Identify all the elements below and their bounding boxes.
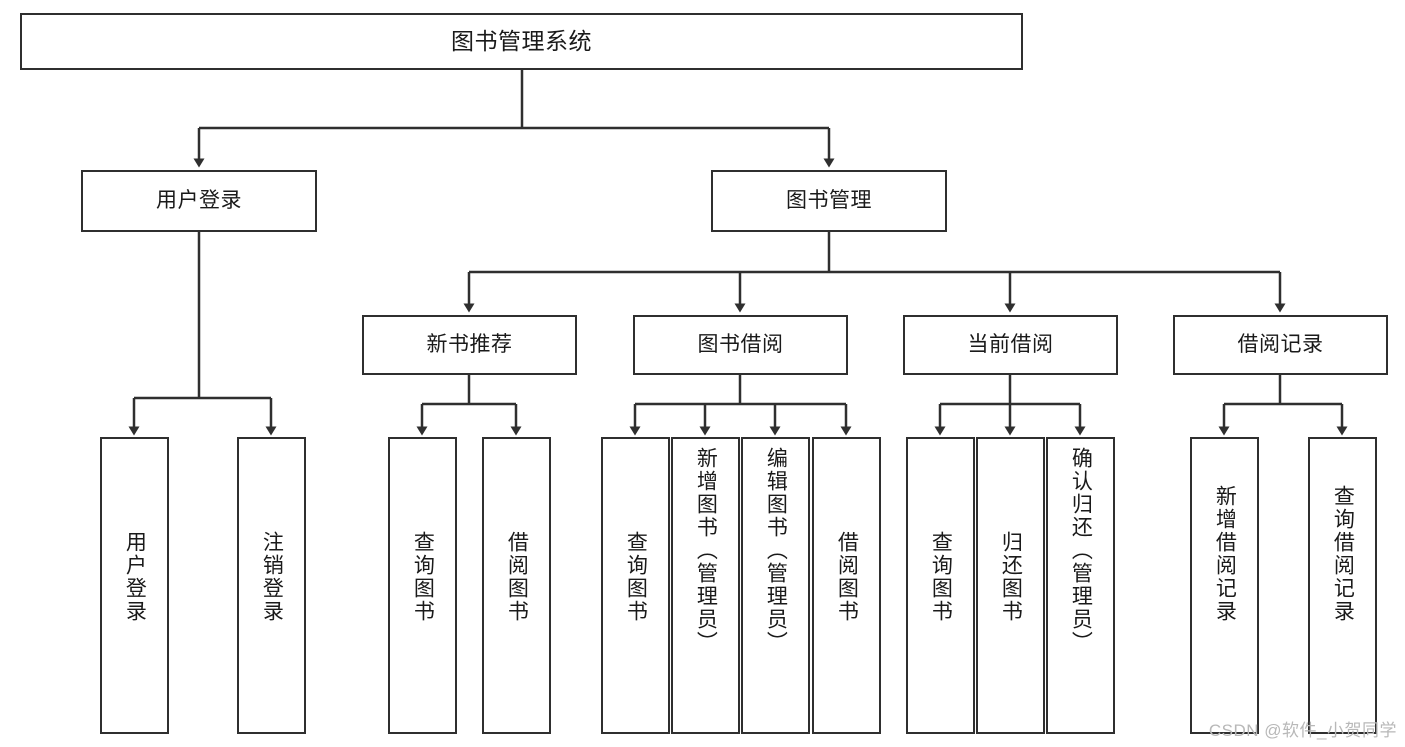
leaf-borrow-query-book[interactable]: 查询图书 [601,437,670,734]
node-borrow-record-label: 借阅记录 [1237,332,1324,356]
node-current-borrow-label: 当前借阅 [967,332,1054,356]
leaf-record-add-label: 新增借阅记录 [1213,485,1237,623]
node-book-borrow-label: 图书借阅 [697,332,784,356]
leaf-new-book-query-label: 查询图书 [411,531,435,623]
node-user-login-label: 用户登录 [156,188,242,212]
leaf-user-login-logout-label: 注销登录 [260,531,284,623]
leaf-record-query-label: 查询借阅记录 [1331,485,1355,623]
leaf-user-login-login[interactable]: 用户登录 [100,437,169,734]
node-book-management-label: 图书管理 [786,188,872,212]
leaf-current-confirm-return-label: 确认归还（管理员） [1069,447,1093,654]
node-book-management[interactable]: 图书管理 [711,170,947,232]
leaf-borrow-borrow-book-label: 借阅图书 [835,531,859,623]
leaf-current-return-book-label: 归还图书 [999,531,1023,623]
node-book-borrow[interactable]: 图书借阅 [633,315,848,375]
node-root[interactable]: 图书管理系统 [20,13,1023,70]
leaf-new-book-borrow-label: 借阅图书 [505,531,529,623]
leaf-new-book-query[interactable]: 查询图书 [388,437,457,734]
leaf-new-book-borrow[interactable]: 借阅图书 [482,437,551,734]
leaf-current-query-book[interactable]: 查询图书 [906,437,975,734]
leaf-current-query-book-label: 查询图书 [929,531,953,623]
node-new-book-recommend-label: 新书推荐 [426,332,513,356]
leaf-current-confirm-return[interactable]: 确认归还（管理员） [1046,437,1115,734]
leaf-user-login-login-label: 用户登录 [123,531,147,623]
leaf-borrow-query-book-label: 查询图书 [624,531,648,623]
leaf-borrow-borrow-book[interactable]: 借阅图书 [812,437,881,734]
leaf-record-query[interactable]: 查询借阅记录 [1308,437,1377,734]
leaf-current-return-book[interactable]: 归还图书 [976,437,1045,734]
leaf-borrow-add-book[interactable]: 新增图书（管理员） [671,437,740,734]
watermark: CSDN @软件_小贺同学 [1208,721,1397,740]
node-user-login[interactable]: 用户登录 [81,170,317,232]
leaf-borrow-add-book-label: 新增图书（管理员） [694,447,718,654]
node-current-borrow[interactable]: 当前借阅 [903,315,1118,375]
leaf-record-add[interactable]: 新增借阅记录 [1190,437,1259,734]
leaf-borrow-edit-book-label: 编辑图书（管理员） [764,447,788,654]
leaf-borrow-edit-book[interactable]: 编辑图书（管理员） [741,437,810,734]
leaf-user-login-logout[interactable]: 注销登录 [237,437,306,734]
node-borrow-record[interactable]: 借阅记录 [1173,315,1388,375]
node-new-book-recommend[interactable]: 新书推荐 [362,315,577,375]
node-root-label: 图书管理系统 [451,27,592,54]
